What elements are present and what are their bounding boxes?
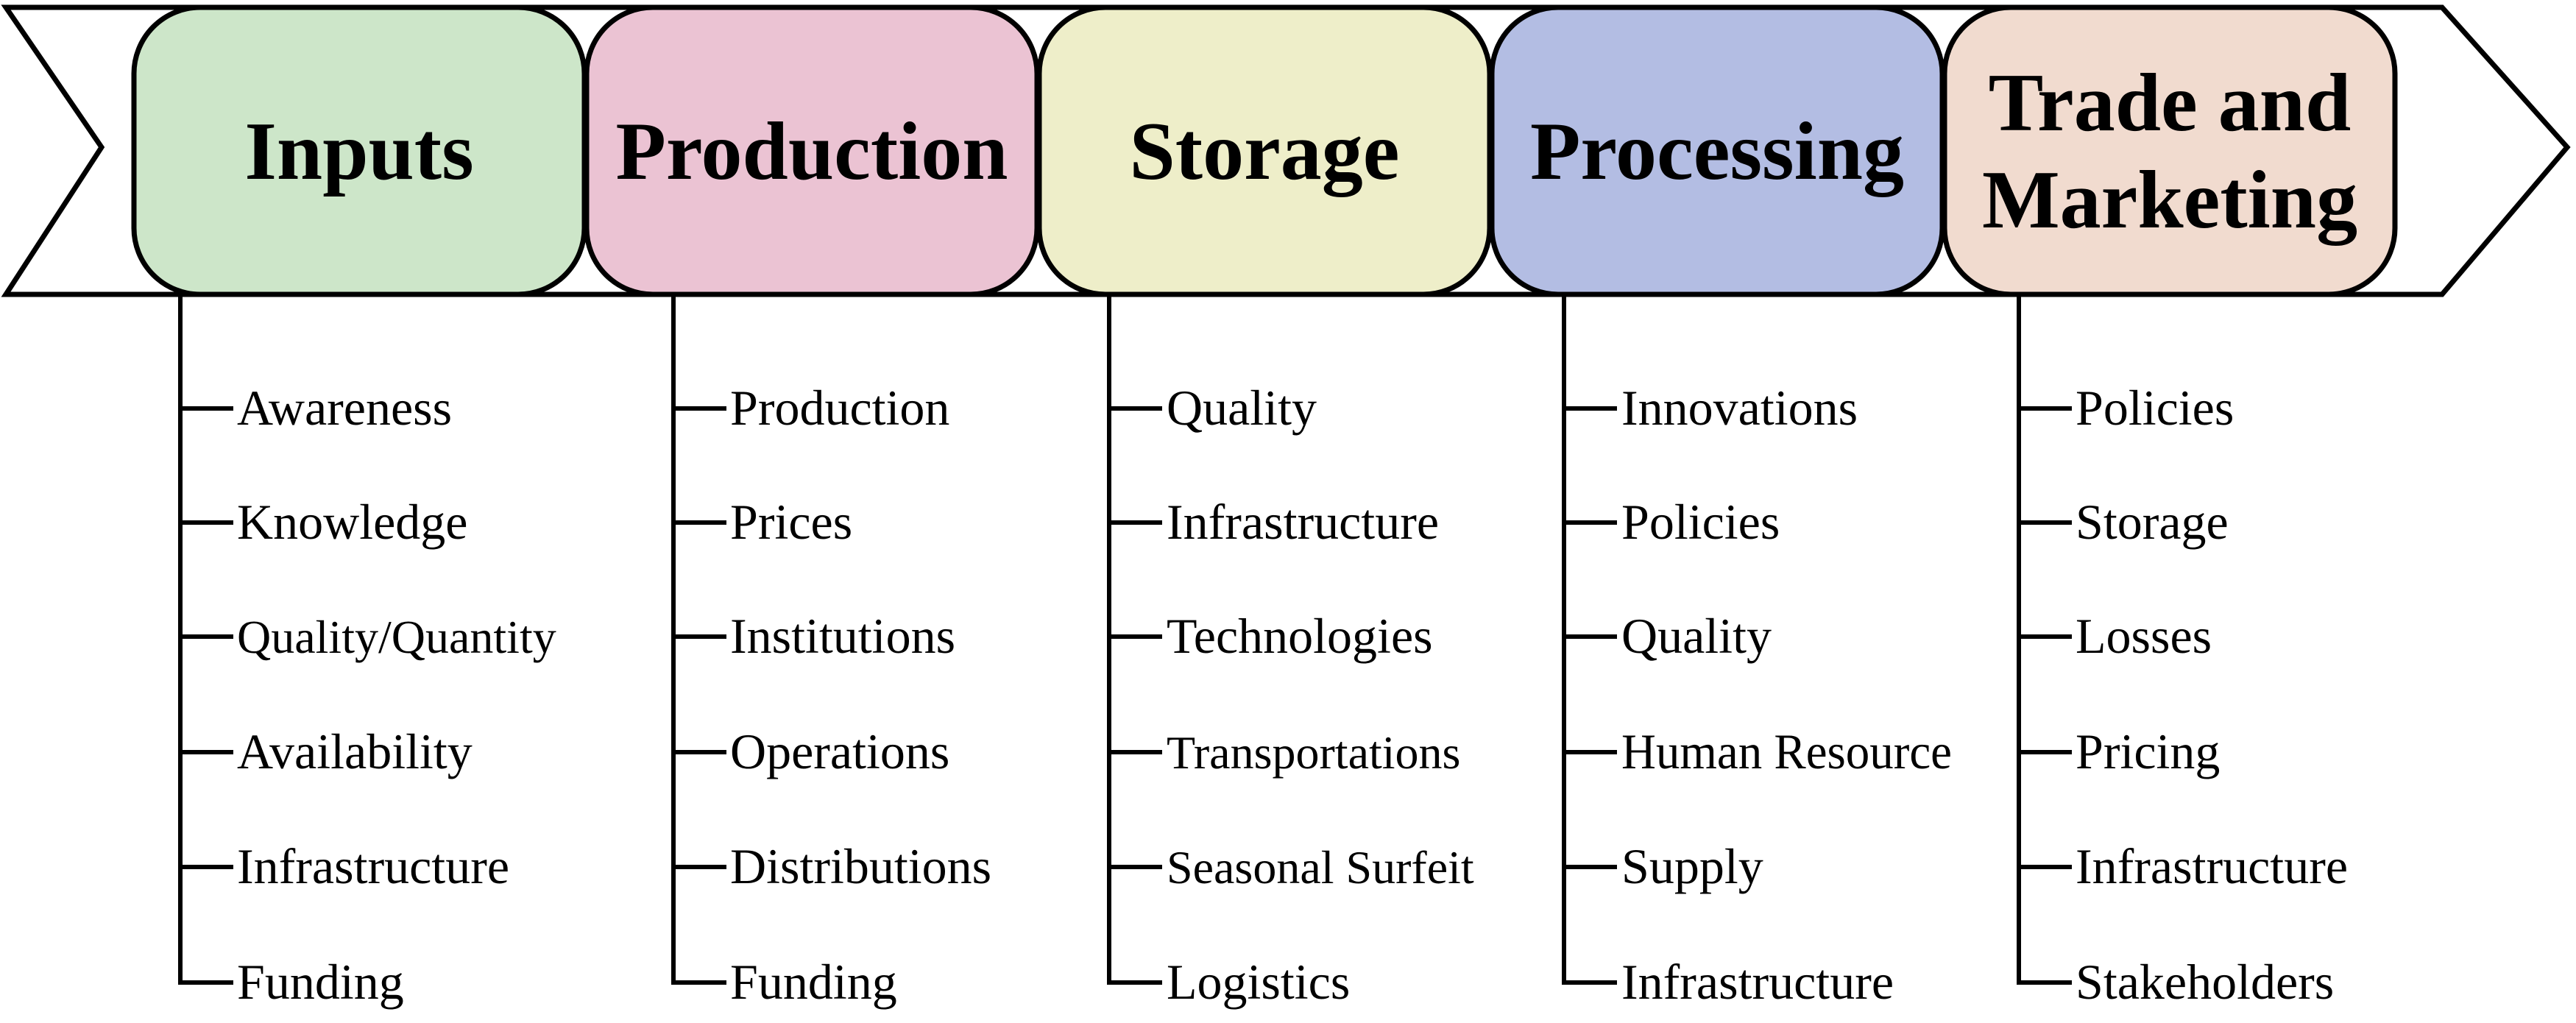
stage-item-infrastructure: Infrastructure [1621,954,1894,1010]
stage-item-awareness: Awareness [237,380,452,436]
stage-item-quality-quantity: Quality/Quantity [237,611,556,663]
stage-item-policies: Policies [1621,494,1780,550]
stage-boxes [131,4,2398,297]
stage-items: AwarenessKnowledgeQuality/QuantityAvaila… [237,380,2348,1010]
stage-item-institutions: Institutions [730,608,955,664]
stage-item-storage: Storage [2076,494,2229,550]
stage-item-seasonal-surfeit: Seasonal Surfeit [1167,841,1474,893]
stage-item-quality: Quality [1621,608,1772,664]
stage-branches [178,294,2072,985]
stage-item-innovations: Innovations [1621,380,1858,436]
stage-title-processing: Processing [1530,106,1904,197]
stage-item-availability: Availability [237,723,473,779]
stage-title-storage: Storage [1129,106,1399,197]
stage-title-production: Production [615,106,1008,197]
stage-item-infrastructure: Infrastructure [237,838,509,894]
stage-item-technologies: Technologies [1167,608,1433,664]
stage-titles: Inputs Production Storage Processing Trade a… [244,57,2357,246]
stage-item-knowledge: Knowledge [237,494,467,550]
stage-box-trade-and-marketing [1942,4,2398,297]
stage-item-pricing: Pricing [2076,723,2220,779]
stage-item-human-resource: Human Resource [1621,723,1952,779]
stage-item-stakeholders: Stakeholders [2076,954,2334,1010]
stage-item-production: Production [730,380,949,436]
stage-item-supply: Supply [1621,838,1763,894]
stage-item-funding: Funding [730,954,897,1010]
stage-item-logistics: Logistics [1167,954,1350,1010]
stage-item-funding: Funding [237,954,404,1010]
stage-item-losses: Losses [2076,608,2212,664]
stage-item-prices: Prices [730,494,852,550]
stage-item-quality: Quality [1167,380,1317,436]
stage-item-operations: Operations [730,723,949,779]
stage-item-infrastructure: Infrastructure [2076,838,2348,894]
stage-item-transportations: Transportations [1167,726,1460,779]
stage-item-policies: Policies [2076,380,2234,436]
stage-title-inputs: Inputs [244,106,473,197]
stage-title-trade-and-marketing: Marketing [1982,155,2357,246]
stage-item-infrastructure: Infrastructure [1167,494,1439,550]
stage-item-distributions: Distributions [730,838,991,894]
stage-title-trade-and-marketing: Trade and [1989,57,2352,149]
